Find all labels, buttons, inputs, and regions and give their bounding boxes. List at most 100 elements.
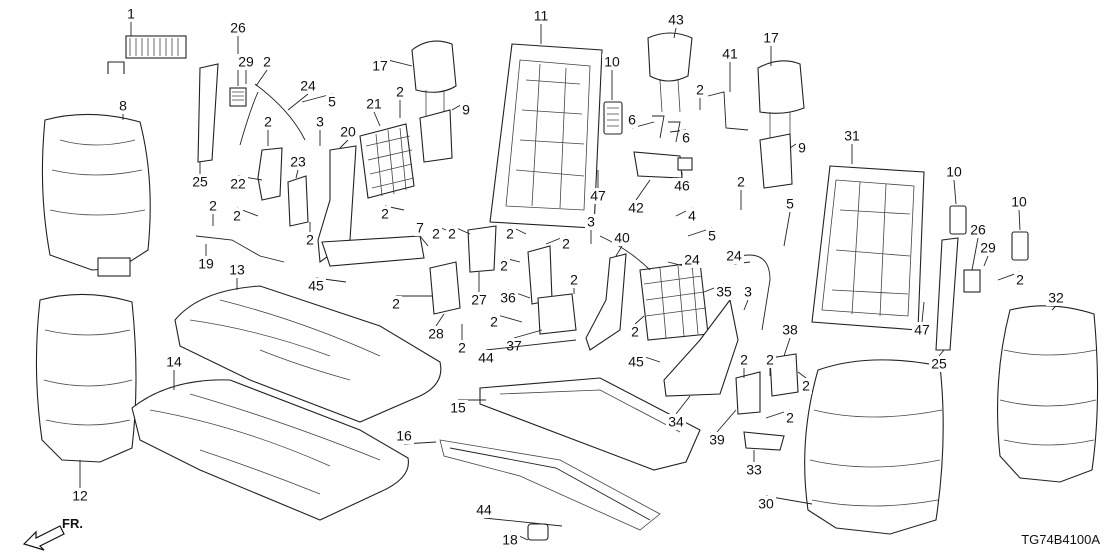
callout-number: 5 (786, 196, 794, 212)
callout-background (738, 352, 750, 368)
callout-number: 46 (674, 178, 690, 194)
cover-part-37 (537, 293, 577, 335)
callout-c35: 35 (703, 283, 734, 300)
callout-background (394, 428, 414, 444)
callout-background (978, 240, 998, 256)
callout-background (912, 322, 932, 338)
callout-c2d: 2 (207, 198, 219, 226)
callout-number: 29 (238, 54, 254, 70)
leader-line (295, 169, 299, 179)
callout-number: 2 (802, 378, 810, 394)
callout-c24b: 24 (667, 252, 702, 269)
leader-line (675, 395, 691, 415)
callout-c2a: 2 (255, 54, 273, 87)
callout-number: 2 (786, 410, 794, 426)
callout-c22: 22 (228, 175, 263, 192)
callout-c2g: 2 (379, 205, 405, 222)
callout-number: 27 (471, 292, 487, 308)
callout-background (125, 6, 137, 22)
callout-number: 9 (798, 140, 806, 156)
callout-background (306, 278, 326, 294)
callout-c28: 28 (426, 313, 446, 342)
callout-background (426, 326, 446, 342)
callout-number: 3 (316, 114, 324, 130)
callout-c36: 36 (498, 289, 531, 306)
leader-line (255, 69, 268, 87)
callout-c46: 46 (672, 172, 692, 194)
callout-number: 6 (628, 112, 636, 128)
callout-background (756, 496, 776, 512)
callout-number: 43 (668, 12, 684, 28)
callout-number: 41 (722, 46, 738, 62)
leader-line (373, 111, 381, 127)
callout-c10b: 10 (944, 164, 964, 205)
callout-number: 2 (570, 272, 578, 288)
callout-background (460, 102, 472, 118)
callout-background (70, 488, 90, 504)
callout-c5b: 5 (687, 227, 718, 244)
callout-c2v: 2 (797, 371, 812, 394)
callout-number: 2 (458, 340, 466, 356)
callout-number: 7 (416, 220, 424, 236)
leader-line (615, 245, 623, 257)
callout-number: 20 (340, 124, 356, 140)
callout-background (626, 112, 638, 128)
buckle-part-26-right (963, 269, 981, 293)
callout-c2p: 2 (488, 313, 523, 330)
callout-number: 24 (300, 78, 316, 94)
callout-background (686, 208, 698, 224)
callout-c38: 38 (780, 322, 800, 357)
callout-c2b: 2 (394, 84, 406, 118)
callout-number: 2 (696, 82, 704, 98)
wire-part-24-center (599, 235, 771, 331)
cover-part-28 (429, 261, 461, 315)
callout-number: 38 (782, 322, 798, 338)
callout-number: 2 (396, 84, 404, 100)
buckle-part-10-right-a (949, 205, 967, 235)
callout-background (724, 248, 744, 264)
callout-number: 25 (931, 356, 947, 372)
callout-c5a: 5 (301, 93, 338, 110)
callout-background (314, 114, 326, 130)
callout-c23: 23 (288, 154, 308, 179)
bracket-part-33 (743, 431, 785, 451)
callout-background (488, 314, 500, 330)
callout-number: 26 (970, 222, 986, 238)
leader-line (635, 179, 651, 201)
callout-number: 2 (737, 174, 745, 190)
front-direction-arrow: FR. (22, 516, 83, 551)
callout-c26b: 26 (968, 222, 988, 271)
callout-c14: 14 (164, 354, 184, 390)
callout-number: 45 (628, 354, 644, 370)
callout-c40: 40 (612, 230, 632, 257)
callout-number: 2 (490, 314, 498, 330)
callout-background (707, 432, 727, 448)
callout-number: 2 (506, 226, 514, 242)
callout-number: 26 (230, 20, 246, 36)
leader-line (634, 315, 645, 325)
leader-line (921, 301, 925, 323)
callout-background (117, 98, 129, 114)
callout-number: 28 (428, 326, 444, 342)
callout-background (207, 198, 219, 214)
leader-line (339, 139, 349, 149)
callout-c1: 1 (125, 6, 137, 36)
cap-part-18 (527, 523, 549, 541)
hinge-frame-part-40 (585, 253, 627, 351)
callout-number: 33 (746, 462, 762, 478)
leader-line (483, 517, 563, 527)
callout-number: 2 (432, 226, 440, 242)
callout-number: 40 (614, 230, 630, 246)
callout-number: 23 (290, 154, 306, 170)
callout-background (796, 140, 808, 156)
callout-number: 13 (229, 262, 245, 278)
callout-c21: 21 (364, 96, 384, 127)
callout-number: 2 (381, 206, 389, 222)
callout-background (326, 94, 338, 110)
seat-back-frame-part-31 (811, 165, 925, 331)
callout-number: 9 (462, 102, 470, 118)
buckle-part-10-right-b (1011, 231, 1029, 261)
callout-number: 15 (450, 400, 466, 416)
